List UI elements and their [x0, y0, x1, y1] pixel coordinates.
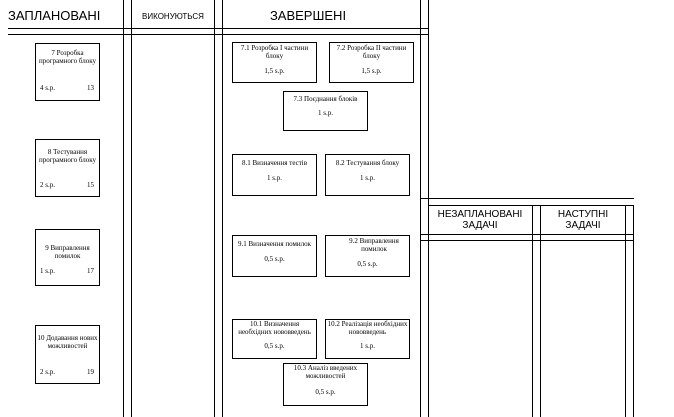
card-story-points: 0,5 s.p. [315, 388, 336, 396]
done-card-8-1[interactable]: 8.1 Визначення тестів 1 s.p. [232, 154, 317, 196]
card-title: 10.3 Аналіз введених можливостей [293, 364, 358, 381]
planned-card-2[interactable]: 8 Тестування програмного блоку 2 s.p. 15 [35, 139, 100, 197]
card-title: 8 Тестування програмного блоку [38, 148, 97, 165]
done-card-10-2[interactable]: 10.2 Реалізація необхідних нововведень 1… [325, 319, 410, 359]
divider-2b [222, 0, 223, 417]
card-title: 10.1 Визначення необхідних нововведень [238, 320, 311, 337]
card-title: 8.1 Визначення тестів [241, 159, 308, 167]
header-line-bottom [8, 34, 428, 35]
divider-1a [123, 0, 124, 417]
divider-3a [420, 0, 421, 417]
right-hdr-line-b [420, 240, 634, 241]
card-number: 17 [87, 267, 94, 275]
card-story-points: 1 s.p. [267, 174, 282, 182]
card-story-points: 1,5 s.p. [361, 67, 382, 75]
card-story-points: 1 s.p. [360, 342, 375, 350]
done-card-7-2[interactable]: 7.2 Розробка II частини блоку 1,5 s.p. [329, 42, 414, 83]
done-card-9-2[interactable]: 9.2 Виправлення помилок 0,5 s.p. [325, 235, 410, 277]
card-story-points: 0,5 s.p. [357, 260, 378, 268]
card-title: 7.3 Поєднання блоків [293, 95, 358, 103]
header-in-progress: ВИКОНУЮТЬСЯ [142, 12, 204, 21]
planned-card-4[interactable]: 10 Додавання нових можливостей 2 s.p. 19 [35, 325, 100, 384]
right-line-top [420, 198, 634, 199]
divider-1b [131, 0, 132, 417]
done-card-10-3[interactable]: 10.3 Аналіз введених можливостей 0,5 s.p… [283, 363, 368, 406]
header-unplanned: НЕЗАПЛАНОВАНІ ЗАДАЧІ [437, 209, 523, 231]
done-card-9-1[interactable]: 9.1 Визначення помилок 0,5 s.p. [232, 235, 317, 277]
header-planned: ЗАПЛАНОВАНІ [8, 8, 101, 23]
divider-2a [214, 0, 215, 417]
card-number: 15 [87, 181, 94, 189]
card-title: 8.2 Тестування блоку [335, 159, 400, 167]
header-done: ЗАВЕРШЕНІ [269, 8, 347, 23]
card-story-points: 1 s.p. [318, 109, 333, 117]
divider-5a [625, 205, 626, 417]
card-number: 13 [87, 84, 94, 92]
header-line-top [8, 28, 428, 29]
card-title: 9 Виправлення помилок [45, 244, 90, 261]
card-story-points: 1,5 s.p. [264, 67, 285, 75]
card-title: 9.1 Визначення помилок [237, 240, 312, 248]
right-hdr-line-a [420, 234, 634, 235]
card-number: 19 [87, 368, 94, 376]
card-story-points: 2 s.p. [40, 368, 55, 376]
card-title: 7.2 Розробка II частини блоку [336, 44, 407, 61]
divider-4a [532, 205, 533, 417]
card-story-points: 2 s.p. [40, 181, 55, 189]
card-title: 7 Розробка програмного блоку [38, 49, 97, 66]
right-line-mid [428, 205, 634, 206]
divider-4b [540, 205, 541, 417]
done-card-7-1[interactable]: 7.1 Розробка I частини блоку 1,5 s.p. [232, 42, 317, 83]
card-title: 7.1 Розробка I частини блоку [240, 44, 309, 61]
divider-5b [633, 205, 634, 417]
planned-card-3[interactable]: 9 Виправлення помилок 1 s.p. 17 [35, 229, 100, 286]
divider-3b [428, 0, 429, 417]
card-title: 9.2 Виправлення помилок [349, 237, 399, 254]
done-card-8-2[interactable]: 8.2 Тестування блоку 1 s.p. [325, 154, 410, 196]
card-title: 10 Додавання нових можливостей [37, 334, 98, 351]
planned-card-1[interactable]: 7 Розробка програмного блоку 4 s.p. 13 [35, 43, 100, 101]
card-title: 10.2 Реалізація необхідних нововведень [327, 320, 408, 337]
card-story-points: 4 s.p. [40, 84, 55, 92]
card-story-points: 0,5 s.p. [264, 255, 285, 263]
done-card-7-3[interactable]: 7.3 Поєднання блоків 1 s.p. [283, 91, 368, 131]
card-story-points: 1 s.p. [360, 174, 375, 182]
card-story-points: 1 s.p. [40, 267, 55, 275]
done-card-10-1[interactable]: 10.1 Визначення необхідних нововведень 0… [232, 319, 317, 359]
header-next: НАСТУПНІ ЗАДАЧІ [557, 209, 609, 231]
card-story-points: 0,5 s.p. [264, 342, 285, 350]
